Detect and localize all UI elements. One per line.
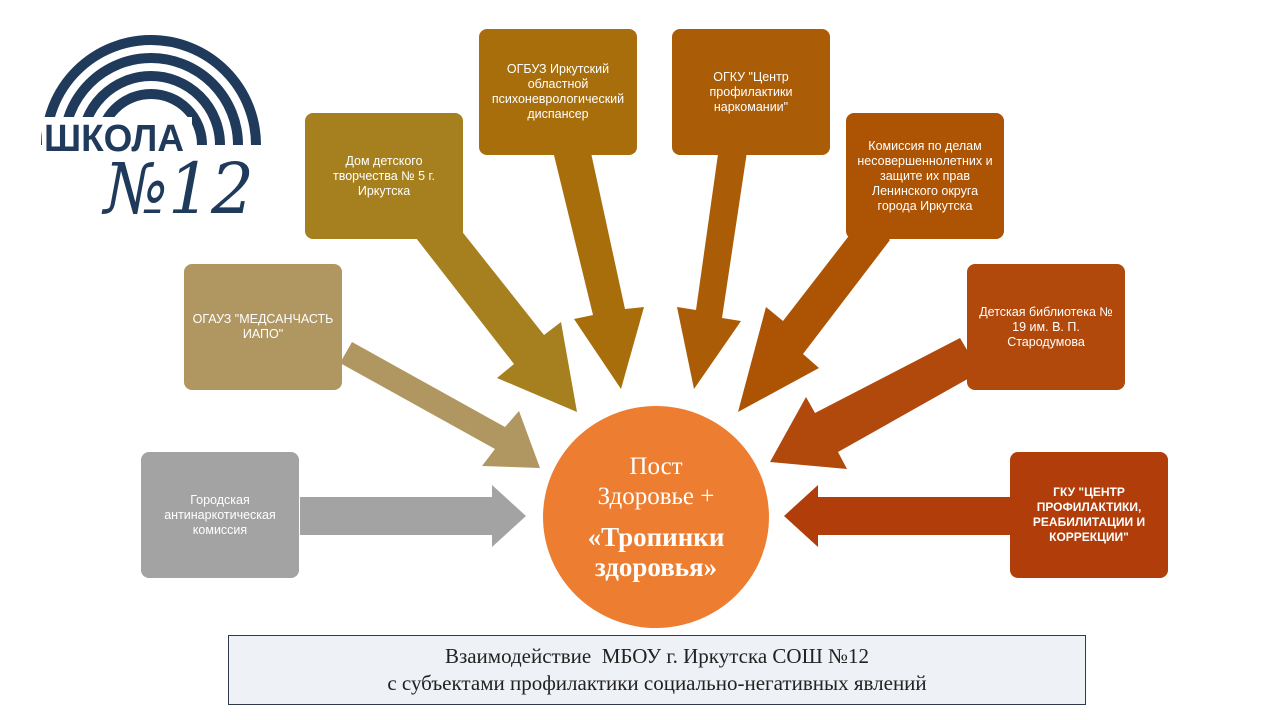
logo-number: №12 <box>101 148 254 230</box>
arrow-from-library <box>770 338 980 469</box>
logo-word: ШКОЛА <box>44 118 184 160</box>
caption-line-2: с субъектами профилактики социально-нега… <box>387 671 927 695</box>
arrow-from-minors-commission <box>738 215 890 412</box>
center-line-2: Здоровье + <box>597 483 715 510</box>
arrow-from-medsanchast <box>340 342 540 468</box>
arrow-from-narco-center <box>677 140 748 389</box>
arrow-from-dom-tvorchestva <box>416 210 577 412</box>
center-line-4: здоровья» <box>594 552 718 582</box>
school-logo: ШКОЛА №12 <box>41 35 261 230</box>
arrow-from-rehab-center <box>784 485 1010 547</box>
center-line-1: Пост <box>629 453 683 480</box>
caption-box: Взаимодействие МБОУ г. Иркутска СОШ №12 … <box>228 635 1086 705</box>
center-circle: Пост Здоровье + «Тропинки здоровья» <box>543 406 769 628</box>
arrow-from-psycho-dispanser <box>552 139 644 389</box>
caption-line-1: Взаимодействие МБОУ г. Иркутска СОШ №12 <box>444 644 870 668</box>
center-line-3: «Тропинки <box>587 522 725 552</box>
arrow-from-city-commission <box>300 485 526 547</box>
